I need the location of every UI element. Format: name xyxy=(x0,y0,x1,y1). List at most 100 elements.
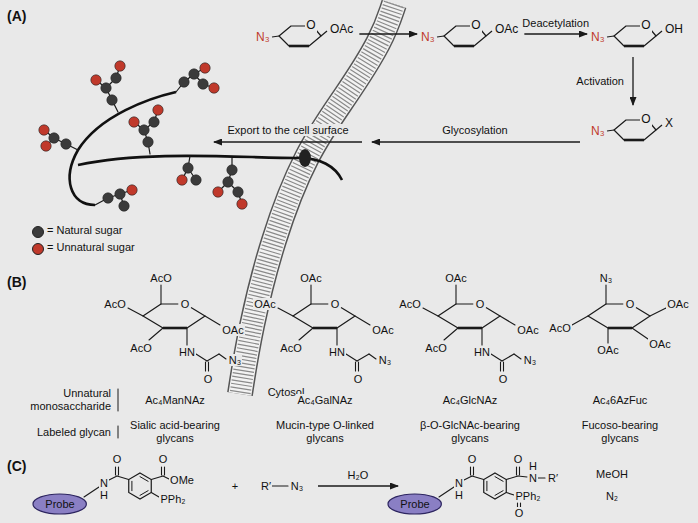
azido-sugar: N₃OX xyxy=(590,108,676,148)
legend-text: = Natural sugar xyxy=(46,224,124,237)
unnatural-sugar xyxy=(209,83,219,93)
bond xyxy=(439,487,454,497)
bond xyxy=(310,285,311,304)
bond xyxy=(473,467,474,475)
bond xyxy=(538,477,545,478)
azido-sugar: N₃OOH xyxy=(590,14,686,54)
bond xyxy=(151,476,163,480)
bond xyxy=(455,285,456,304)
azido-sugar: N₃OOAc xyxy=(255,14,356,54)
glycoprotein xyxy=(70,92,342,205)
ring-front-bond xyxy=(624,45,644,48)
ring-double-bond xyxy=(495,491,503,496)
azide-label: N₃ xyxy=(420,31,436,45)
bond xyxy=(607,36,614,37)
unnatural-sugar xyxy=(41,141,51,151)
atom-label: N₃ xyxy=(378,354,392,367)
natural-sugar xyxy=(115,189,125,199)
natural-sugar xyxy=(149,117,159,127)
bond xyxy=(605,285,606,304)
bond xyxy=(500,362,501,371)
atom-label: OAc xyxy=(596,344,619,357)
pyranose-ring xyxy=(588,304,650,328)
bond xyxy=(491,354,502,361)
atom-label: OAc xyxy=(444,272,467,285)
atom-label: O xyxy=(640,19,651,33)
atom-label: O xyxy=(513,453,524,466)
atom-label: OAc xyxy=(516,324,539,337)
ring-front-bond xyxy=(313,327,337,330)
atom-label: AcO xyxy=(129,342,152,355)
panel-label: (B) xyxy=(6,274,27,290)
atom-label: H₂O xyxy=(347,469,370,482)
unnatural-sugar xyxy=(177,175,187,185)
ring-front-bond xyxy=(624,139,644,142)
bond xyxy=(117,476,129,480)
bond xyxy=(656,125,662,130)
step-label: Deacetylation xyxy=(521,17,590,30)
bond xyxy=(109,476,117,480)
atom-label: N₃ xyxy=(290,480,304,493)
product-structure xyxy=(439,467,545,507)
atom-label: O xyxy=(475,298,486,311)
atom-label: AcO xyxy=(548,322,571,335)
atom-label: N₃ xyxy=(228,354,242,367)
atom-label: H xyxy=(454,489,464,502)
ring-double-bond xyxy=(131,481,132,490)
bond xyxy=(151,493,159,498)
natural-sugar xyxy=(111,73,121,83)
bond xyxy=(115,467,116,475)
probe-ellipse-shape xyxy=(388,494,441,514)
bond xyxy=(164,467,165,475)
benzene-ring xyxy=(129,473,152,499)
bond xyxy=(207,354,219,361)
bond xyxy=(160,285,161,304)
bond xyxy=(321,31,327,36)
legend-text: = Unnatural sugar xyxy=(46,241,136,254)
process-arrow xyxy=(632,57,633,105)
unnatural-sugar xyxy=(39,125,49,135)
bond xyxy=(607,130,614,131)
unnatural-sugar xyxy=(237,199,247,209)
membrane-stripes xyxy=(240,4,394,394)
atom-label: O xyxy=(498,373,509,386)
atom-label: + xyxy=(231,480,239,493)
bond xyxy=(358,362,359,371)
natural-sugar xyxy=(49,133,59,143)
atom-label: R′ xyxy=(547,472,559,485)
atom-label: O xyxy=(625,298,636,311)
bond xyxy=(656,31,662,36)
bond xyxy=(472,476,484,480)
bracket-bar xyxy=(118,426,119,438)
atom-label: HN xyxy=(178,346,196,359)
glycan-type: Fucoso-bearing glycans xyxy=(567,419,673,444)
step-label: Export to the cell surface xyxy=(226,124,349,137)
atom-label: O xyxy=(330,298,341,311)
atom-label: R′ xyxy=(260,480,272,493)
bracket-bar xyxy=(118,389,119,411)
bond xyxy=(346,354,357,361)
sugar-structure xyxy=(278,285,376,371)
azide-label: N₃ xyxy=(590,125,606,139)
glycan-chains xyxy=(39,61,247,211)
glycan-type: Mucin-type O-linked glycans xyxy=(272,419,378,444)
bond xyxy=(464,476,472,480)
natural-sugar xyxy=(183,163,193,173)
bond xyxy=(355,362,356,371)
probe-ellipse-shape xyxy=(33,494,86,514)
atom-label: OAc xyxy=(299,272,322,285)
bond xyxy=(84,487,99,497)
atom-label: N₃ xyxy=(599,272,613,285)
compound-name: Ac₄ManNAz xyxy=(144,394,206,407)
atom-label: O xyxy=(467,453,478,466)
atom-label: HN xyxy=(473,346,491,359)
protein-chain xyxy=(70,92,176,205)
bond xyxy=(437,36,444,37)
ring-front-bond xyxy=(458,327,482,330)
natural-sugar xyxy=(189,69,199,79)
atom-label: OH xyxy=(664,23,684,37)
bond xyxy=(506,493,514,496)
bond xyxy=(514,354,521,359)
bond xyxy=(357,354,369,361)
natural-sugar xyxy=(198,79,208,89)
